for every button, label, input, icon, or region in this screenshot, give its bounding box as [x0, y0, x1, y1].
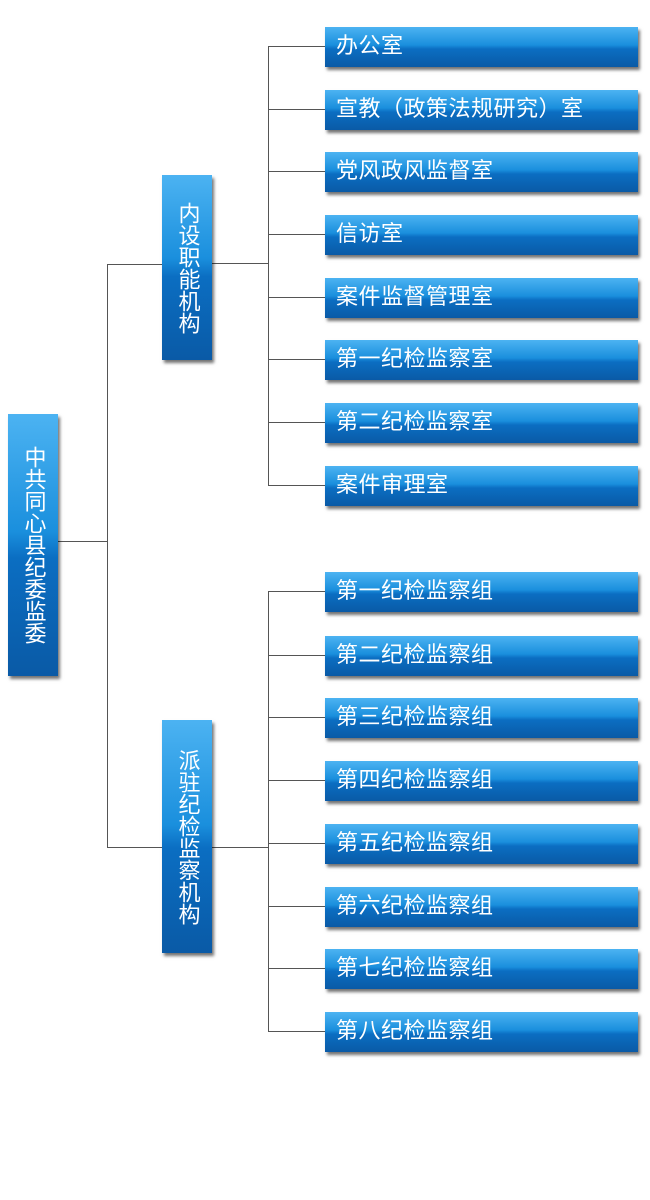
connector-branch-2-in: [107, 847, 162, 848]
leaf-node-group-4: 第四纪检监察组: [325, 761, 638, 801]
root-node: 中共同心县纪委监委: [8, 414, 58, 676]
leaf-node-group-1: 第一纪检监察组: [325, 572, 638, 612]
leaf-node-case-management: 案件监督管理室: [325, 278, 638, 318]
connector-branch-2-spine: [268, 591, 269, 1032]
connector-leaf: [268, 171, 325, 172]
connector-leaf: [268, 717, 325, 718]
branch-node-dispatched: 派驻纪检监察机构: [162, 720, 212, 953]
connector-leaf: [268, 968, 325, 969]
connector-leaf: [268, 655, 325, 656]
connector-leaf: [268, 234, 325, 235]
leaf-node-group-6: 第六纪检监察组: [325, 887, 638, 927]
leaf-node-petition: 信访室: [325, 215, 638, 255]
connector-leaf: [268, 485, 325, 486]
connector-leaf: [268, 780, 325, 781]
connector-branch-2-out: [212, 847, 269, 848]
leaf-node-group-5: 第五纪检监察组: [325, 824, 638, 864]
leaf-node-group-3: 第三纪检监察组: [325, 698, 638, 738]
leaf-node-publicity: 宣教（政策法规研究）室: [325, 90, 638, 130]
connector-leaf: [268, 843, 325, 844]
leaf-node-case-review: 案件审理室: [325, 466, 638, 506]
connector-leaf: [268, 1031, 325, 1032]
leaf-node-office: 办公室: [325, 27, 638, 67]
connector-leaf: [268, 591, 325, 592]
connector-branch-1-in: [107, 264, 162, 265]
leaf-node-conduct-supervision: 党风政风监督室: [325, 152, 638, 192]
connector-root-spine: [107, 264, 108, 847]
branch-node-internal: 内设职能机构: [162, 175, 212, 360]
connector-leaf: [268, 422, 325, 423]
connector-root: [58, 541, 108, 542]
leaf-node-inspection-2: 第二纪检监察室: [325, 403, 638, 443]
leaf-node-group-2: 第二纪检监察组: [325, 636, 638, 676]
leaf-node-group-8: 第八纪检监察组: [325, 1012, 638, 1052]
leaf-node-group-7: 第七纪检监察组: [325, 949, 638, 989]
leaf-node-inspection-1: 第一纪检监察室: [325, 340, 638, 380]
connector-leaf: [268, 359, 325, 360]
connector-branch-1-spine: [268, 46, 269, 486]
connector-leaf: [268, 297, 325, 298]
connector-branch-1-out: [212, 263, 269, 264]
connector-leaf: [268, 109, 325, 110]
connector-leaf: [268, 46, 325, 47]
connector-leaf: [268, 906, 325, 907]
